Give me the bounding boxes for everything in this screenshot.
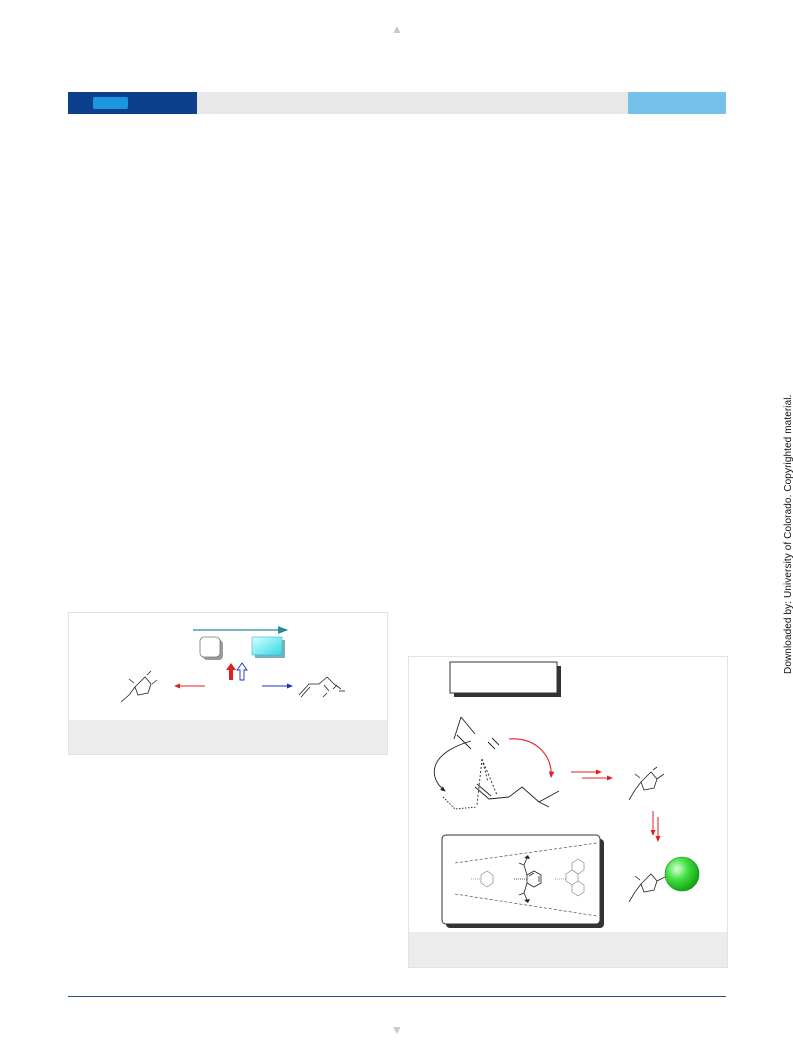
scroll-down-icon[interactable]: ▼ [391,1023,403,1037]
aryl-ligand-small [471,870,494,888]
header-dark-segment [68,92,197,114]
transition-state-structure [442,716,560,810]
figure-scheme-left [68,612,388,755]
anthracenyl-ligand [555,858,585,897]
journal-header-bar [68,92,726,114]
aryl-ligand-bulky [514,857,542,901]
scroll-up-icon[interactable]: ▲ [391,22,403,36]
product-ring-structure [120,670,158,703]
footer-rule [68,996,726,997]
black-curved-arrow [433,740,472,792]
figure-caption-right [409,932,727,967]
green-sphere [664,856,700,892]
header-badge [93,97,128,109]
red-curved-arrow [508,738,555,779]
scheme-left-graphic [120,626,345,703]
grey-box [199,636,221,658]
figure-scheme-right [408,656,728,968]
cyan-box [251,636,283,656]
label-box [449,661,558,694]
figure-caption-left [69,720,387,754]
inset-perspective-lines [454,842,598,917]
wedge-bond-bottom [524,899,530,903]
red-up-arrow [226,663,236,680]
scheme-right-graphic [433,661,700,928]
download-watermark: Downloaded by: University of Colorado. C… [783,394,793,674]
header-light-segment [628,92,726,114]
intermediate-ring-structure [628,766,665,801]
blue-up-arrow [236,662,248,681]
product-ring-structure [628,873,666,903]
inset-panel [441,834,601,925]
diene-structure [298,676,345,698]
wedge-bond-top [524,855,530,859]
